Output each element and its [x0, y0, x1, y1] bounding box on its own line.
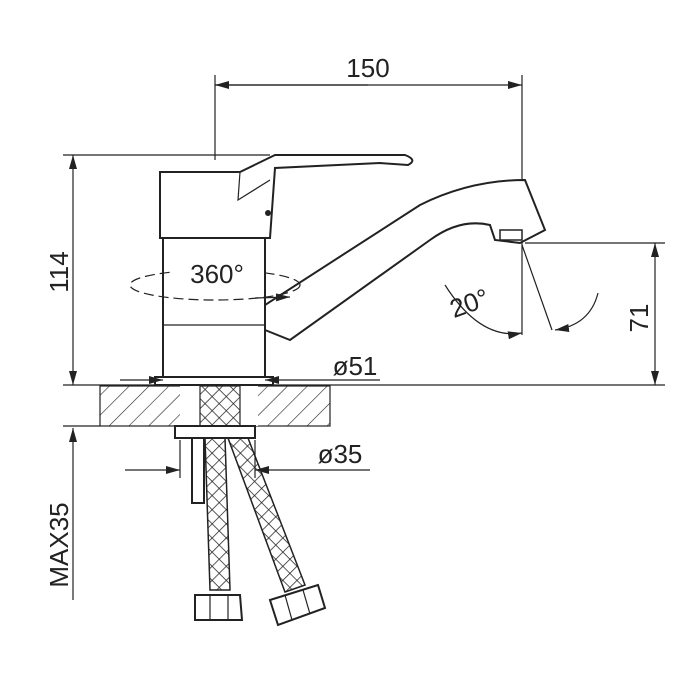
base-diameter-dimension: ø51 — [120, 351, 380, 384]
shank-diameter-dimension: ø35 — [125, 439, 370, 478]
rotation-label: 360° — [190, 259, 244, 289]
height-dimension: 114 — [44, 154, 270, 385]
rotation-indicator: 360° — [129, 257, 301, 302]
height-label: 114 — [44, 251, 74, 292]
spout — [264, 178, 547, 342]
shank-diameter-label: ø35 — [318, 439, 363, 469]
width-label: 150 — [346, 53, 389, 83]
spout-angle-label: 20° — [446, 282, 493, 324]
max-thickness-label: MAX35 — [44, 502, 74, 587]
countertop-section — [63, 385, 331, 427]
base-diameter-label: ø51 — [333, 351, 378, 381]
max-thickness-dimension: MAX35 — [44, 428, 77, 600]
width-dimension: 150 — [214, 53, 523, 245]
braided-hoses — [194, 437, 327, 627]
spout-angle-indicator: 20° — [444, 244, 599, 340]
spout-height-label: 71 — [624, 304, 654, 333]
spout-height-dimension: 71 — [525, 242, 665, 385]
mounting-shank — [174, 385, 256, 504]
